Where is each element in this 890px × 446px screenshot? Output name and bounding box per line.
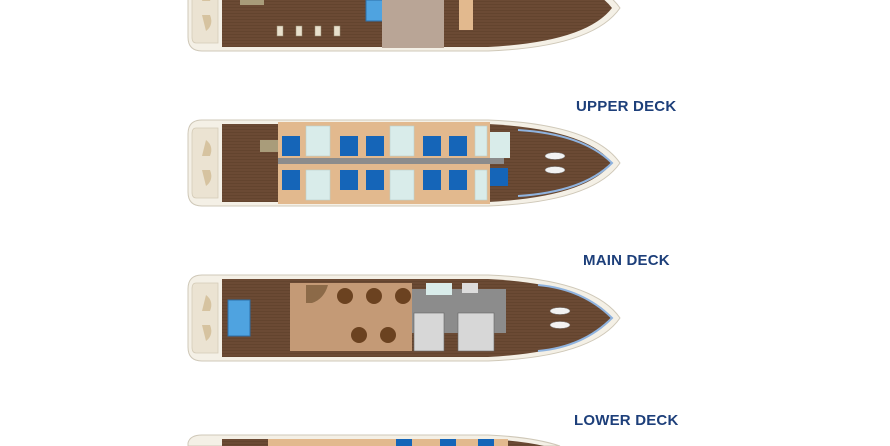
bridge-wc — [490, 132, 510, 158]
bar — [459, 0, 473, 30]
dining-tables — [337, 288, 411, 343]
sun-deck — [187, 0, 621, 52]
stairs — [240, 0, 264, 5]
seating — [290, 331, 332, 349]
wc — [426, 283, 452, 295]
bow-railing — [537, 284, 614, 352]
bar — [306, 285, 328, 303]
upper-deck — [187, 119, 621, 207]
tenders — [544, 152, 566, 174]
lower-deck — [187, 434, 561, 446]
deck-label-lower: LOWER DECK — [574, 412, 679, 429]
crew-cabin — [457, 312, 495, 352]
bathrooms — [305, 125, 488, 201]
corridor — [278, 158, 504, 164]
sun-lounge-area — [382, 0, 444, 48]
deck-label-upper: UPPER DECK — [576, 98, 677, 115]
cabins-area — [268, 439, 508, 446]
deck-label-main: MAIN DECK — [583, 252, 670, 269]
tenders — [549, 307, 571, 329]
beds — [396, 439, 494, 446]
bow-railing — [517, 129, 614, 197]
crew-cabin — [413, 312, 445, 352]
stairs — [260, 140, 278, 152]
pool — [227, 299, 251, 337]
sun-loungers — [276, 25, 341, 37]
main-deck — [187, 274, 621, 362]
storage — [462, 283, 478, 293]
beds — [282, 136, 508, 190]
